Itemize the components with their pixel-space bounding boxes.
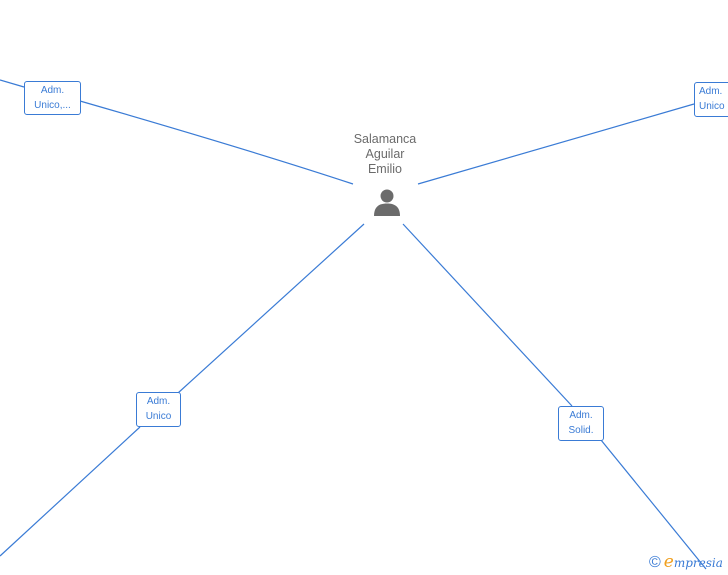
relation-type: Unico,... <box>34 100 71 111</box>
relation-type: Unico <box>699 101 725 112</box>
edge-bottom-left-outer <box>0 426 141 557</box>
brand-footer[interactable]: © empresia <box>649 553 723 573</box>
brand-logo-initial: e <box>663 552 674 572</box>
edge-top-right <box>417 103 695 185</box>
edge-top-left-outer <box>0 79 25 88</box>
relation-role: Adm. <box>146 396 171 407</box>
copyright-icon: © <box>649 554 661 571</box>
brand-logo[interactable]: empresia <box>664 554 723 572</box>
person-name[interactable]: Salamanca Aguilar Emilio <box>335 132 435 177</box>
relation-label-bottom-left[interactable]: Adm. Unico <box>136 392 181 427</box>
relation-role: Adm. <box>569 410 593 421</box>
relation-role: Adm. <box>699 86 723 97</box>
relation-label-top-right[interactable]: Adm. Unico <box>694 82 728 117</box>
edge-bottom-left <box>177 223 365 394</box>
person-icon[interactable] <box>372 187 402 217</box>
person-name-line-2: Aguilar <box>365 147 405 161</box>
relation-label-bottom-right[interactable]: Adm. Solid. <box>558 406 604 441</box>
person-name-line-3: Emilio <box>367 162 403 176</box>
relation-type: Solid. <box>568 425 594 436</box>
edge-top-left <box>79 100 354 185</box>
person-name-line-1: Salamanca <box>353 132 417 146</box>
edge-bottom-right-outer <box>600 439 707 570</box>
relation-type: Unico <box>145 411 172 422</box>
relation-label-top-left[interactable]: Adm. Unico,... <box>24 81 81 115</box>
relation-role: Adm. <box>40 85 65 96</box>
edge-bottom-right <box>402 223 573 407</box>
brand-logo-text: mpresia <box>673 556 723 570</box>
